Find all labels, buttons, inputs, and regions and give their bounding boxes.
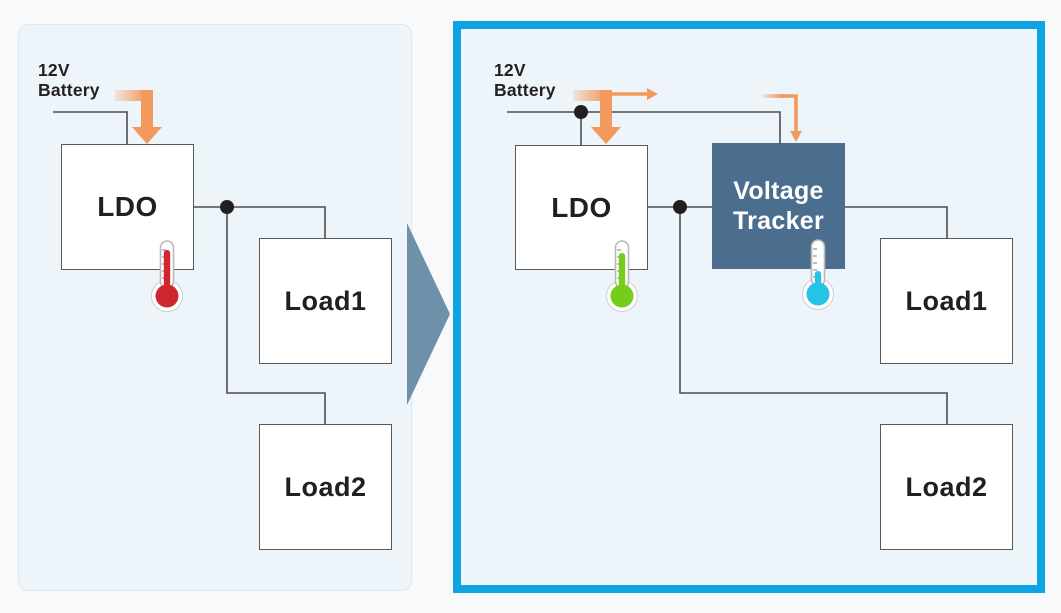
battery-label-before: 12V Battery	[38, 60, 100, 100]
load2-box-label: Load2	[905, 471, 988, 502]
ldo-box-label: LDO	[551, 191, 612, 223]
ldo-box-after: LDO	[515, 145, 648, 270]
load1-box-label: Load1	[284, 285, 367, 316]
ldo-box-label: LDO	[97, 191, 158, 222]
load1-box-label: Load1	[905, 285, 988, 316]
load1-box-after: Load1	[880, 238, 1013, 364]
ldo-box-before: LDO	[61, 144, 194, 270]
load2-box-after: Load2	[880, 424, 1013, 550]
battery-label-after: 12V Battery	[494, 60, 556, 100]
load2-box-before: Load2	[259, 424, 392, 550]
voltage-tracker-label: Voltage Tracker	[732, 176, 825, 236]
load2-box-label: Load2	[284, 471, 367, 502]
transition-arrow-icon	[407, 223, 450, 405]
voltage-tracker-box: Voltage Tracker	[712, 143, 845, 269]
load1-box-before: Load1	[259, 238, 392, 364]
